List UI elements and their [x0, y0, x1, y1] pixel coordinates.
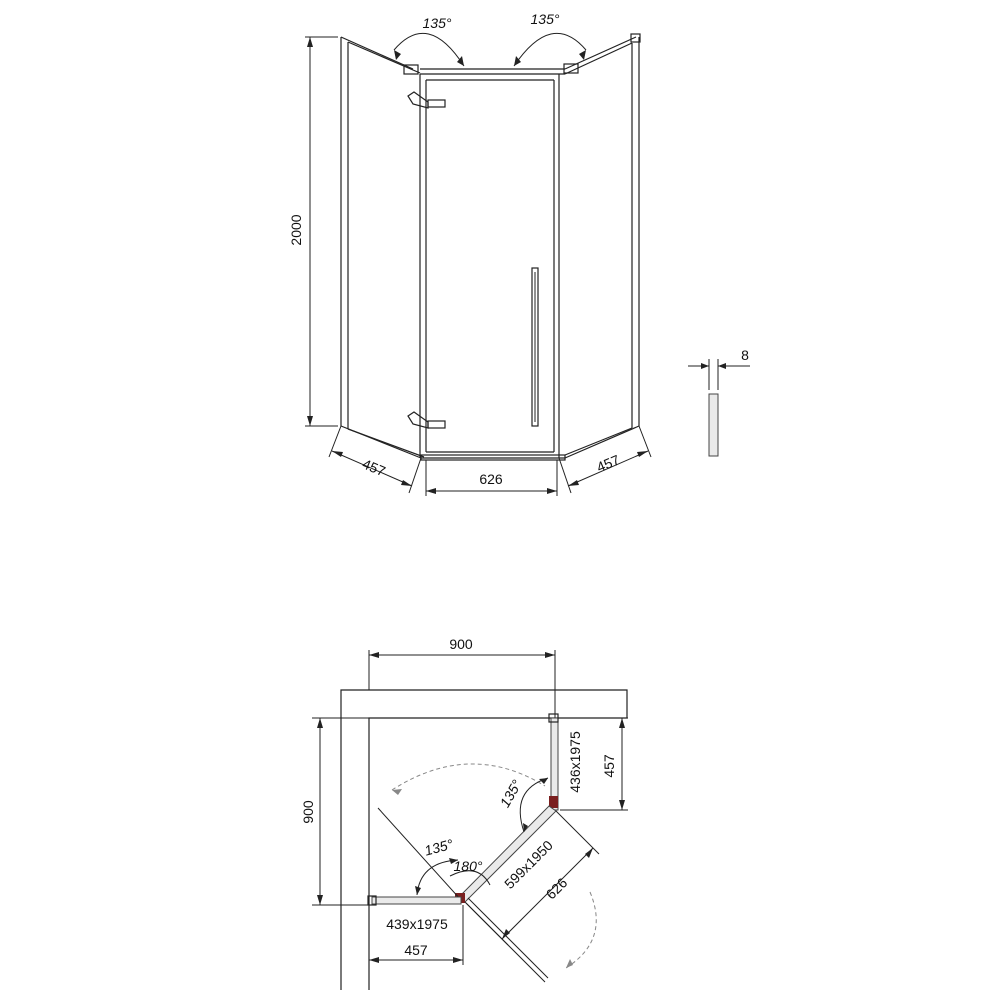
height-dimension: [305, 36, 338, 427]
front-door-handle: [531, 267, 539, 427]
bottom-door-dimension: [425, 460, 558, 496]
bottom-left-panel-label: 457: [360, 455, 388, 479]
plan-angle-arc-door: [449, 870, 491, 886]
front-left-panel: [340, 36, 425, 459]
bottom-right-panel-dimension: [558, 425, 652, 494]
bottom-left-panel-dimension: [328, 425, 422, 494]
plan-angle-left-label: 135°: [423, 836, 455, 859]
left-top-angle-arc: [393, 32, 465, 67]
plan-door-size-label: 599x1950: [501, 837, 556, 892]
plan-door-width-dimension: [464, 810, 600, 946]
plan-side-depth-label: 900: [300, 800, 316, 824]
height-label: 2000: [288, 214, 304, 245]
plan-right-depth-dimension: [560, 717, 628, 811]
plan-left-width-dimension: [368, 905, 464, 965]
glass-thickness-detail: [688, 359, 750, 457]
left-top-angle-label: 135°: [423, 15, 452, 31]
plan-left-panel-size-label: 439x1975: [386, 916, 448, 932]
front-right-panel: [563, 33, 641, 459]
plan-door-width-label: 626: [543, 874, 571, 902]
bottom-right-panel-label: 457: [594, 451, 622, 475]
front-top-profile: [420, 68, 565, 75]
plan-right-panel-size-label: 436x1975: [567, 731, 583, 793]
plan-angle-arc-left: [415, 858, 459, 896]
front-view: 2000 135° 135° 457: [288, 11, 750, 496]
plan-angle-door-label: 180°: [454, 858, 483, 874]
bottom-door-label: 626: [479, 471, 503, 487]
glass-thickness-label: 8: [741, 347, 749, 363]
plan-walls: [340, 689, 628, 990]
right-top-angle-arc: [513, 32, 587, 67]
plan-left-width-label: 457: [404, 942, 428, 958]
front-hinge-top: [407, 91, 446, 109]
right-top-angle-label: 135°: [531, 11, 560, 27]
plan-top-width-label: 900: [449, 636, 473, 652]
plan-right-panel: [548, 713, 559, 811]
front-door-panel: [419, 74, 566, 461]
plan-angle-arc-right: [519, 777, 549, 833]
plan-left-panel: [367, 895, 462, 906]
plan-view: 900 900 436x1975 457: [300, 636, 628, 990]
plan-side-depth-dimension: [312, 717, 369, 906]
plan-top-width-dimension: [368, 650, 556, 720]
plan-right-depth-label: 457: [601, 754, 617, 778]
front-hinge-bottom: [407, 411, 446, 429]
